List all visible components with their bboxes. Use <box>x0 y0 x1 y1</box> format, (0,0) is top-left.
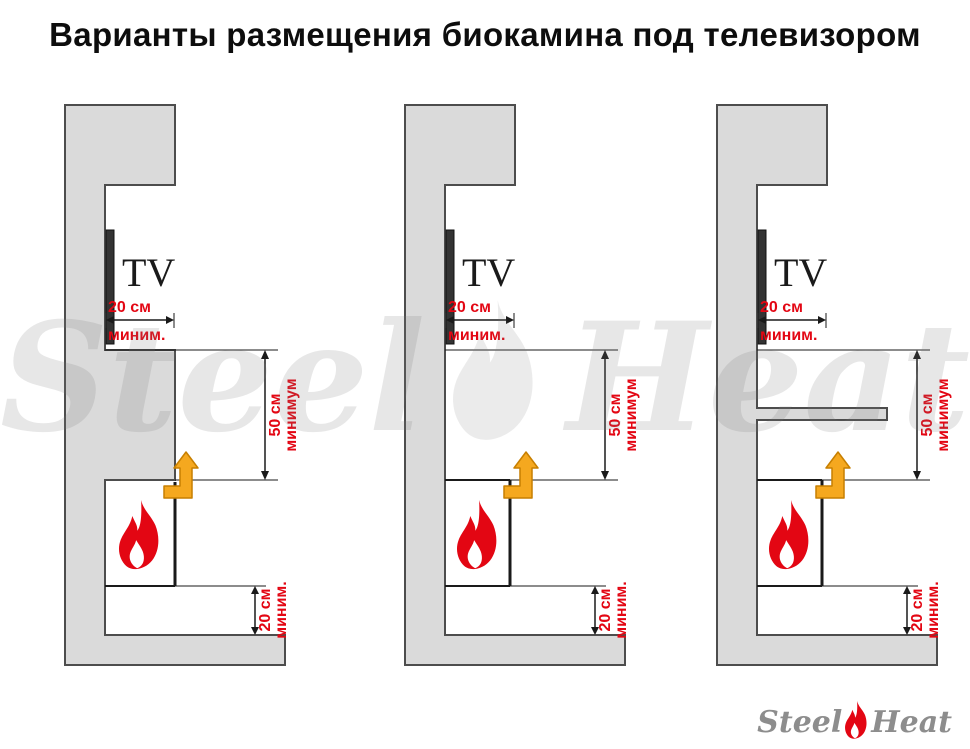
heat-arrow-icon <box>503 451 539 499</box>
fireplace <box>757 451 851 587</box>
dimension-top-20cm: 20 см миним. <box>105 299 175 344</box>
diagram-variant-1: TV 20 см миним. 50 см минимум 20 см мини… <box>64 104 300 666</box>
wall-section <box>404 104 626 666</box>
arrowhead-right <box>166 316 174 324</box>
dimension-middle-unit: минимум <box>623 378 640 451</box>
dimension-middle-50cm: 50 см минимум <box>757 349 952 481</box>
tv-icon <box>105 229 115 345</box>
dimension-bottom-value: 20 см <box>597 589 614 632</box>
flame-inner <box>467 540 482 569</box>
flame-icon <box>456 500 497 570</box>
dimension-middle-value: 50 см <box>267 394 284 437</box>
arrowhead-left <box>446 316 454 324</box>
arrowhead-down <box>261 471 269 480</box>
dimension-bottom-unit: миним. <box>613 581 630 638</box>
fireplace <box>445 451 539 587</box>
dimension-top-value: 20 см <box>448 299 491 316</box>
tv-icon <box>445 229 455 345</box>
arrowhead-up <box>591 586 599 594</box>
dimension-bottom-20cm: 20 см миним. <box>510 581 630 639</box>
flame-icon <box>768 500 809 570</box>
tv-icon <box>757 229 767 345</box>
logo-flame-icon <box>845 701 867 739</box>
dimension-bottom-20cm: 20 см миним. <box>822 581 942 639</box>
page-title: Варианты размещения биокамина под телеви… <box>49 16 921 53</box>
arrowhead-down <box>903 627 911 635</box>
arrowhead-up <box>251 586 259 594</box>
dimension-bottom-value: 20 см <box>909 589 926 632</box>
heat-arrow-icon <box>163 451 199 499</box>
tv-label: TV <box>774 250 827 295</box>
flame-outer <box>456 500 497 570</box>
wall-section <box>716 104 938 666</box>
flame-outer <box>118 500 159 570</box>
arrowhead-up <box>913 350 921 359</box>
dimension-top-20cm: 20 см миним. <box>757 299 827 344</box>
dimension-top-20cm: 20 см миним. <box>445 299 515 344</box>
heat-arrow-icon <box>815 451 851 499</box>
diagram-variant-3: TV 20 см миним. 50 см минимум 20 см м <box>716 104 952 666</box>
arrowhead-up <box>261 350 269 359</box>
arrowhead-down <box>601 471 609 480</box>
dimension-middle-50cm: 50 см минимум <box>445 349 640 481</box>
flame-icon <box>118 500 159 570</box>
arrowhead-down <box>251 627 259 635</box>
dimension-middle-value: 50 см <box>607 394 624 437</box>
dimension-middle-value: 50 см <box>919 394 936 437</box>
tv-label: TV <box>122 250 175 295</box>
arrowhead-up <box>601 350 609 359</box>
dimension-bottom-20cm: 20 см миним. <box>175 581 290 639</box>
dimension-middle-unit: минимум <box>935 378 952 451</box>
brand-logo: Steel Heat <box>757 701 952 743</box>
arrowhead-right <box>506 316 514 324</box>
dimension-top-unit: миним. <box>108 327 165 344</box>
fireplace <box>105 451 199 587</box>
flame-inner <box>779 540 794 569</box>
logo-heat: Heat <box>871 704 952 740</box>
dimension-bottom-unit: миним. <box>273 581 290 638</box>
arrowhead-right <box>818 316 826 324</box>
dimension-top-value: 20 см <box>760 299 803 316</box>
arrowhead-left <box>106 316 114 324</box>
dimension-top-value: 20 см <box>108 299 151 316</box>
dimension-bottom-unit: миним. <box>925 581 942 638</box>
dimension-middle-50cm: 50 см минимум <box>105 349 300 481</box>
dimension-bottom-value: 20 см <box>257 589 274 632</box>
arrowhead-left <box>758 316 766 324</box>
dimension-top-unit: миним. <box>760 327 817 344</box>
arrowhead-up <box>903 586 911 594</box>
flame-outer <box>768 500 809 570</box>
dimension-top-unit: миним. <box>448 327 505 344</box>
flame-inner <box>129 540 144 569</box>
arrowhead-down <box>591 627 599 635</box>
arrowhead-down <box>913 471 921 480</box>
logo-steel: Steel <box>757 704 843 740</box>
dimension-middle-unit: минимум <box>283 378 300 451</box>
diagram-variant-2: TV 20 см миним. 50 см минимум 20 см м <box>404 104 640 666</box>
tv-label: TV <box>462 250 515 295</box>
